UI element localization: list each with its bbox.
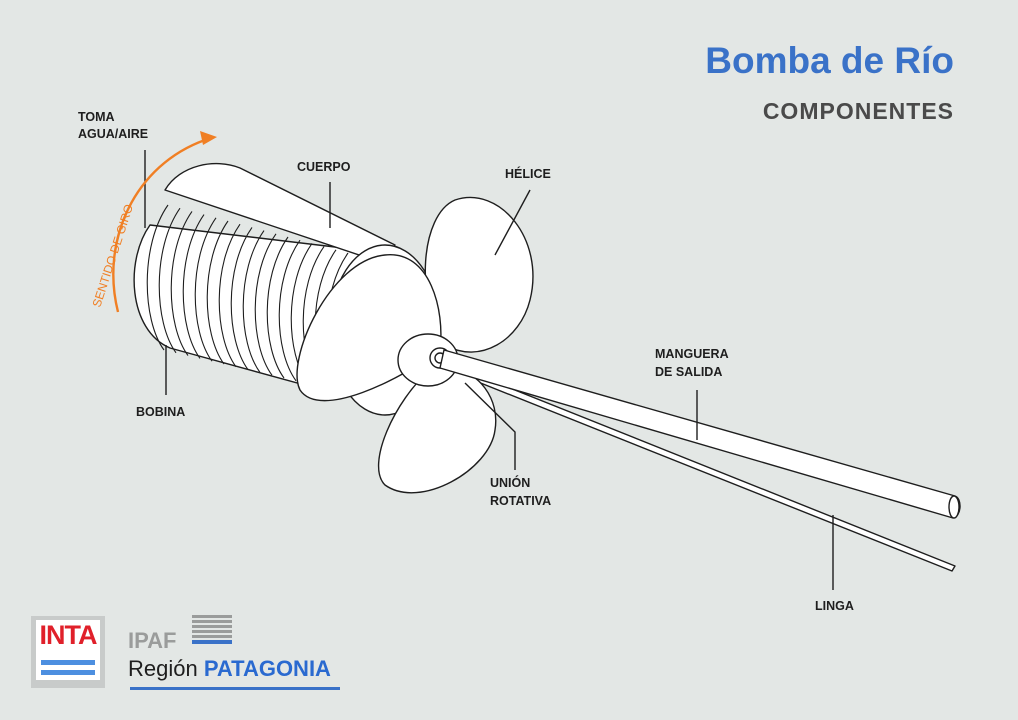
coil-winding — [158, 207, 181, 354]
label-toma-2: AGUA/AIRE — [78, 127, 148, 141]
propeller-blade-top — [424, 196, 534, 353]
label-manguera-2: DE SALIDA — [655, 365, 722, 379]
region-text: Región PATAGONIA — [128, 656, 331, 682]
rotation-label: SENTIDO DE GIRO — [90, 203, 136, 309]
leader-lines — [144, 150, 834, 590]
label-union-2: ROTATIVA — [490, 494, 551, 508]
inta-logo-text: INTA — [39, 620, 98, 650]
ipaf-logo-bars — [192, 615, 232, 646]
coil-winding — [182, 214, 205, 359]
coil-winding — [194, 217, 217, 362]
inta-logo-stripe — [41, 670, 95, 675]
coil-winding — [146, 204, 169, 351]
label-linga: LINGA — [815, 599, 854, 613]
label-manguera: MANGUERA — [655, 347, 729, 361]
coil-winding — [206, 220, 229, 365]
coil-winding — [266, 236, 289, 379]
label-cuerpo: CUERPO — [297, 160, 351, 174]
ipaf-logo-text: IPAF — [128, 628, 177, 653]
coil-winding — [218, 223, 241, 368]
label-bobina: BOBINA — [136, 405, 185, 419]
leader-line-union — [464, 382, 516, 470]
hose-end — [948, 495, 960, 519]
coil-winding — [278, 239, 301, 382]
label-union: UNIÓN — [490, 475, 530, 490]
coil-winding — [230, 227, 253, 370]
region-underline — [130, 687, 340, 690]
region-word: Región — [128, 656, 198, 681]
inta-logo: INTA — [31, 616, 105, 688]
page-title: Bomba de Río — [705, 40, 954, 81]
coil-winding — [242, 230, 265, 373]
rotation-arrow — [112, 138, 206, 313]
patagonia-text: PATAGONIA — [203, 656, 331, 681]
coil-winding — [170, 211, 193, 356]
label-toma: TOMA — [78, 110, 115, 124]
label-helice: HÉLICE — [505, 166, 551, 181]
leader-line-helice — [494, 189, 531, 256]
inta-logo-stripe — [41, 660, 95, 665]
page-subtitle: COMPONENTES — [762, 98, 954, 124]
body-plate — [164, 162, 396, 263]
coil-winding — [254, 233, 277, 376]
rotation-arrowhead-icon — [200, 131, 217, 145]
propeller-blade-bottom — [377, 364, 497, 494]
inta-logo-panel: INTA — [36, 620, 100, 680]
